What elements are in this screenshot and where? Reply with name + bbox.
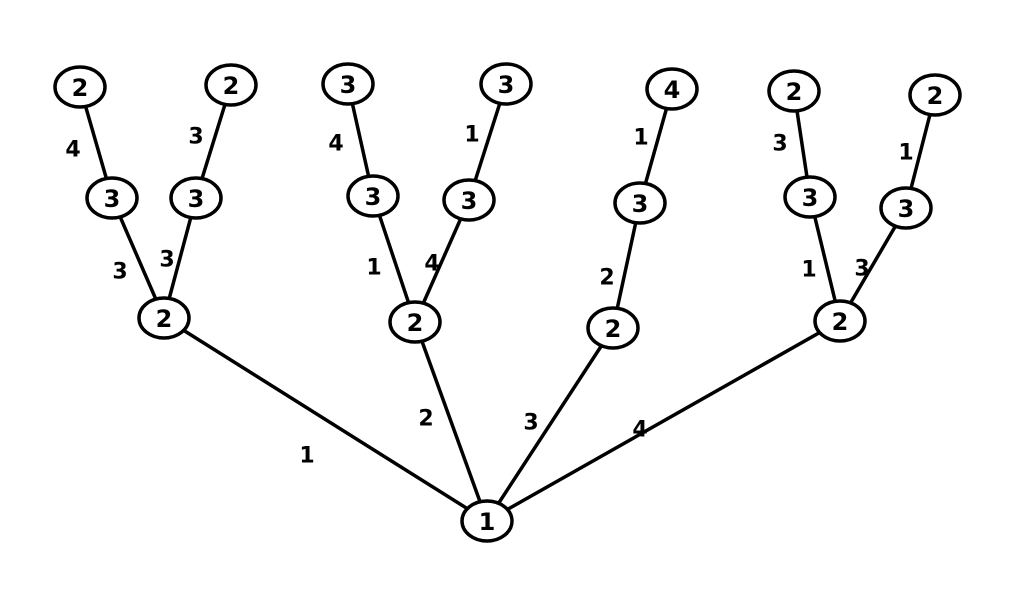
node-label-l2: 2 [223, 72, 240, 100]
node-circle-root [460, 499, 514, 543]
node-label-l3: 3 [340, 71, 357, 99]
node-label-b2: 2 [407, 309, 424, 337]
node-label-c4: 3 [461, 187, 478, 215]
node-label-c5: 3 [632, 190, 649, 218]
node-l5: 4 [645, 67, 699, 111]
node-circle-c7 [879, 186, 933, 230]
node-l2: 2 [204, 63, 258, 107]
node-c6: 3 [783, 175, 837, 219]
node-label-b1: 2 [156, 305, 173, 333]
edges-layer [78, 82, 937, 523]
edge-root-b4 [485, 319, 842, 523]
node-l7: 2 [908, 73, 962, 117]
edge-root-b1 [162, 316, 489, 523]
node-label-b4: 2 [832, 308, 849, 336]
node-circle-b3 [586, 306, 640, 350]
edge-label-b1-c2: 3 [159, 248, 174, 273]
edge-label-c3-l3: 4 [328, 132, 343, 157]
node-l1: 2 [53, 65, 107, 109]
node-label-l6: 2 [786, 78, 803, 106]
edge-label-b4-c6: 1 [801, 258, 816, 283]
edge-label-c5-l5: 1 [633, 126, 648, 151]
node-label-c3: 3 [365, 183, 382, 211]
node-circle-c4 [442, 178, 496, 222]
edge-root-b3 [485, 326, 615, 523]
edge-label-root-b4: 4 [632, 418, 647, 443]
edge-label-b1-c1: 3 [112, 260, 127, 285]
node-circle-c3 [346, 174, 400, 218]
node-circle-c6 [783, 175, 837, 219]
edge-label-b2-c3: 1 [366, 256, 381, 281]
node-b3: 2 [586, 306, 640, 350]
edge-label-root-b3: 3 [523, 411, 538, 436]
node-label-l4: 3 [498, 71, 515, 99]
node-b1: 2 [137, 296, 191, 340]
node-label-root: 1 [479, 508, 496, 536]
node-c7: 3 [879, 186, 933, 230]
edge-label-c2-l2: 3 [188, 125, 203, 150]
edge-label-c1-l1: 4 [65, 138, 80, 163]
node-circle-l1 [53, 65, 107, 109]
node-circle-c2 [169, 176, 223, 220]
node-circle-b4 [813, 299, 867, 343]
node-circle-l6 [767, 69, 821, 113]
node-c2: 3 [169, 176, 223, 220]
node-label-c1: 3 [104, 185, 121, 213]
node-l4: 3 [479, 62, 533, 106]
node-b4: 2 [813, 299, 867, 343]
node-label-c6: 3 [802, 184, 819, 212]
edge-label-b3-c5: 2 [599, 266, 614, 291]
edge-label-c4-l4: 1 [464, 123, 479, 148]
node-circle-b1 [137, 296, 191, 340]
node-label-l1: 2 [72, 74, 89, 102]
node-c5: 3 [613, 181, 667, 225]
node-c1: 3 [85, 176, 139, 220]
node-circle-l2 [204, 63, 258, 107]
edge-label-c7-l7: 1 [898, 141, 913, 166]
node-circle-b2 [388, 300, 442, 344]
edge-label-b2-c4: 4 [424, 252, 439, 277]
node-circle-l7 [908, 73, 962, 117]
node-label-c2: 3 [188, 185, 205, 213]
node-c4: 3 [442, 178, 496, 222]
node-root: 1 [460, 499, 514, 543]
node-label-b3: 2 [605, 315, 622, 343]
edge-label-root-b1: 1 [299, 444, 314, 469]
node-circle-l4 [479, 62, 533, 106]
node-circle-l5 [645, 67, 699, 111]
node-circle-l3 [321, 62, 375, 106]
node-circle-c5 [613, 181, 667, 225]
node-l3: 3 [321, 62, 375, 106]
edge-root-b2 [413, 320, 489, 523]
node-label-l7: 2 [927, 82, 944, 110]
edge-label-b4-c7: 3 [854, 257, 869, 282]
edge-label-root-b2: 2 [418, 407, 433, 432]
node-b2: 2 [388, 300, 442, 344]
node-label-c7: 3 [898, 195, 915, 223]
node-circle-c1 [85, 176, 139, 220]
node-c3: 3 [346, 174, 400, 218]
edge-label-c6-l6: 3 [772, 132, 787, 157]
node-l6: 2 [767, 69, 821, 113]
node-label-l5: 4 [664, 76, 681, 104]
